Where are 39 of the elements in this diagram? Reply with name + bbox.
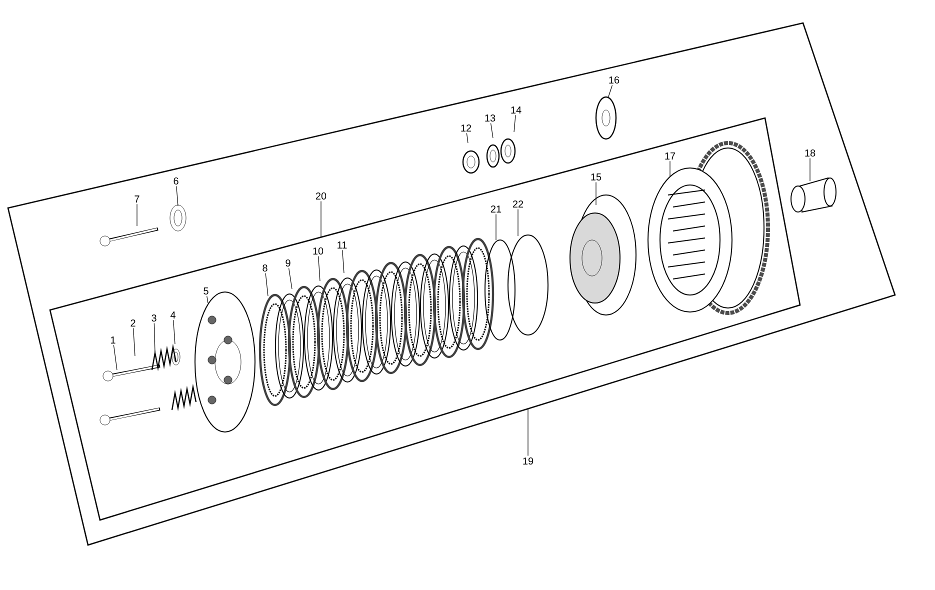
callout-number: 18 bbox=[805, 149, 816, 157]
callout-number: 8 bbox=[262, 264, 268, 272]
callout-number: 9 bbox=[286, 259, 290, 267]
leader-line bbox=[342, 250, 344, 274]
leader-line bbox=[608, 84, 613, 98]
callout-number: 11 bbox=[338, 242, 347, 248]
callout-number: 13 bbox=[485, 114, 496, 122]
leader-line bbox=[514, 114, 516, 132]
callout-number: 1 bbox=[111, 336, 116, 344]
callout-number: 7 bbox=[134, 196, 140, 202]
leader-line bbox=[288, 268, 292, 290]
callout-number: 10 bbox=[313, 247, 324, 255]
callout-number: 20 bbox=[316, 192, 326, 200]
leader-line bbox=[113, 344, 118, 370]
leader-line bbox=[173, 320, 176, 344]
frame-border bbox=[7, 22, 896, 546]
leader-line bbox=[133, 328, 136, 356]
leader-line bbox=[490, 122, 494, 138]
callout-number: 5 bbox=[204, 288, 208, 294]
callout-number: 15 bbox=[591, 174, 602, 180]
callout-number: 21 bbox=[490, 206, 502, 212]
callout-number: 2 bbox=[130, 320, 136, 326]
callout-number: 19 bbox=[523, 457, 534, 465]
callout-number: 22 bbox=[512, 200, 524, 208]
leader-line bbox=[176, 186, 178, 206]
callout-number: 6 bbox=[174, 177, 178, 185]
leader-line bbox=[136, 204, 138, 226]
leader-line bbox=[318, 256, 320, 282]
leader-line bbox=[320, 200, 322, 238]
leader-line bbox=[265, 272, 268, 296]
callout-number: 12 bbox=[461, 124, 472, 132]
callout-number: 3 bbox=[152, 314, 156, 322]
leader-line bbox=[466, 132, 468, 144]
leader-line bbox=[206, 296, 208, 304]
callout-number: 14 bbox=[511, 106, 522, 114]
callout-number: 16 bbox=[609, 76, 620, 84]
callout-number: 4 bbox=[170, 312, 176, 318]
leader-line bbox=[154, 322, 156, 352]
callout-number: 17 bbox=[665, 152, 676, 160]
